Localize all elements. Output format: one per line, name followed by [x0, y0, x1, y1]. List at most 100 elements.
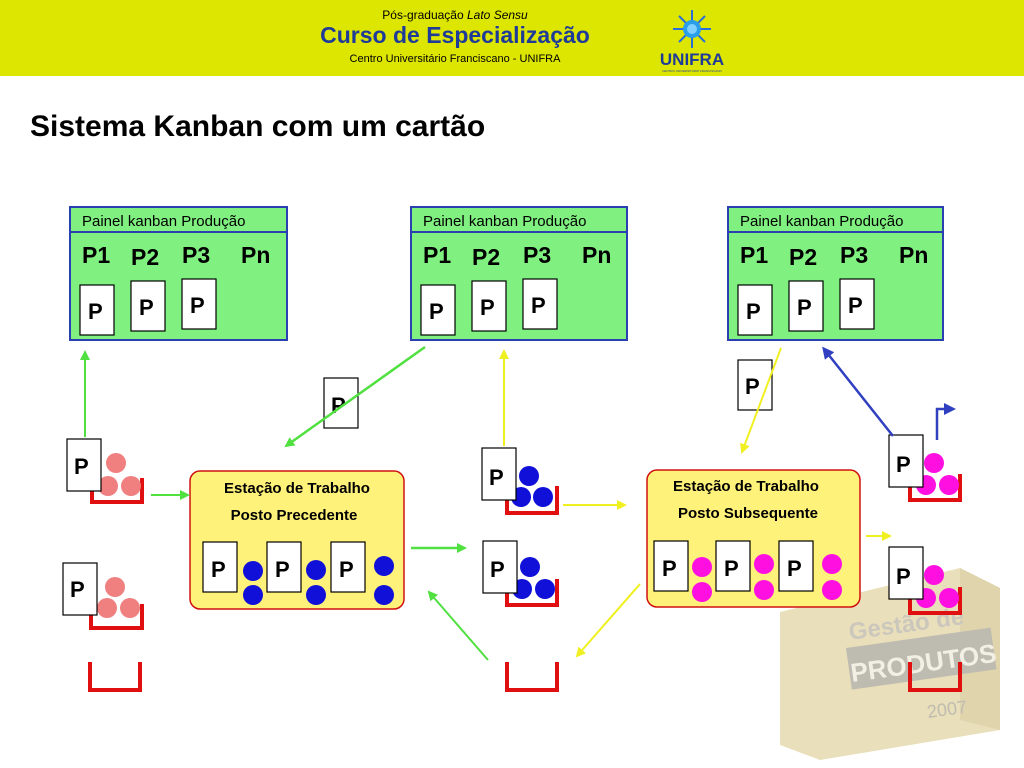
part-magenta	[822, 580, 842, 600]
kanban-card: P	[181, 278, 217, 330]
kanban-card: P	[778, 540, 814, 592]
kanban-card: P	[482, 540, 518, 594]
svg-text:P: P	[70, 577, 85, 602]
part-magenta	[692, 557, 712, 577]
kanban-card: P	[788, 280, 824, 332]
kanban-card: P	[481, 447, 517, 501]
svg-text:P: P	[190, 293, 205, 318]
header-bar: Pós-graduação Lato Sensu Curso de Especi…	[0, 0, 1024, 76]
code-p3: P3	[182, 242, 210, 268]
part-blue	[243, 561, 263, 581]
code-p2: P2	[472, 244, 500, 270]
code-p2: P2	[789, 244, 817, 270]
svg-text:P: P	[896, 564, 911, 589]
svg-text:P: P	[88, 299, 103, 324]
code-p2: P2	[131, 244, 159, 270]
kanban-card: P	[839, 278, 875, 330]
code-pn: Pn	[582, 242, 611, 268]
code-p3: P3	[840, 242, 868, 268]
code-p1: P1	[82, 242, 110, 268]
arrow-green-diag	[284, 345, 426, 448]
station-subsequent: Estação de Trabalho Posto Subsequente P …	[646, 469, 861, 608]
arrow-navy-diag	[822, 346, 894, 437]
kanban-card: P	[330, 541, 366, 593]
kanban-card-transit-left: P	[323, 377, 359, 429]
logo-text: UNIFRA	[659, 50, 725, 69]
station-name: Posto Precedente	[231, 507, 358, 524]
svg-text:P: P	[480, 295, 495, 320]
svg-text:P: P	[490, 557, 505, 582]
part-blue	[243, 585, 263, 605]
kanban-card: P	[653, 540, 689, 592]
station-title: Estação de Trabalho	[673, 478, 819, 495]
svg-text:P: P	[745, 374, 760, 399]
container-left-middle: P	[62, 562, 144, 630]
arrow-green-return	[427, 590, 489, 661]
svg-text:P: P	[339, 557, 354, 582]
kanban-card: P	[522, 278, 558, 330]
svg-text:P: P	[74, 454, 89, 479]
part-blue	[306, 585, 326, 605]
panel-title: Painel kanban Produção	[82, 213, 245, 230]
kanban-panel-left: Painel kanban Produção P1 P2 P3 Pn P P P	[69, 206, 288, 341]
part-blue	[374, 585, 394, 605]
svg-text:P: P	[275, 557, 290, 582]
kanban-card: P	[266, 541, 302, 593]
svg-text:P: P	[724, 556, 739, 581]
watermark-box: Gestão de PRODUTOS 2007	[780, 568, 1000, 760]
svg-text:P: P	[797, 295, 812, 320]
kanban-card: P	[737, 284, 773, 336]
kanban-panel-middle: Painel kanban Produção P1 P2 P3 Pn P P P	[410, 206, 628, 341]
kanban-card: P	[130, 280, 166, 332]
arrow-navy-bent	[935, 403, 956, 440]
container-right-top: P	[888, 434, 962, 502]
container-center-middle: P	[482, 540, 559, 607]
panel-title: Painel kanban Produção	[740, 213, 903, 230]
container-right-middle: P	[888, 546, 962, 615]
kanban-card: P	[471, 280, 507, 332]
container-left-top: P	[66, 438, 144, 504]
sun-icon	[673, 10, 711, 48]
code-p3: P3	[523, 242, 551, 268]
part-magenta	[822, 554, 842, 574]
station-title: Estação de Trabalho	[224, 480, 370, 497]
station-precedent: Estação de Trabalho Posto Precedente P P…	[189, 470, 405, 610]
svg-text:P: P	[429, 299, 444, 324]
container-center-top: P	[481, 447, 559, 515]
svg-text:P: P	[787, 556, 802, 581]
svg-text:P: P	[746, 299, 761, 324]
kanban-card: P	[420, 284, 456, 336]
svg-text:P: P	[896, 452, 911, 477]
part-blue	[374, 556, 394, 576]
code-p1: P1	[740, 242, 768, 268]
kanban-card: P	[79, 284, 115, 336]
part-magenta	[754, 554, 774, 574]
logo-subtext: CENTRO UNIVERSITÁRIO FRANCISCANO	[662, 69, 722, 73]
svg-text:P: P	[211, 557, 226, 582]
code-pn: Pn	[899, 242, 928, 268]
station-name: Posto Subsequente	[678, 505, 818, 522]
svg-text:P: P	[489, 465, 504, 490]
kanban-panel-right: Painel kanban Produção P1 P2 P3 Pn P P P	[727, 206, 944, 341]
kanban-card: P	[715, 540, 751, 592]
kanban-card: P	[202, 541, 238, 593]
code-p1: P1	[423, 242, 451, 268]
header-subtitle: Pós-graduação Lato Sensu	[382, 8, 528, 22]
kanban-card: P	[888, 434, 924, 488]
code-pn: Pn	[241, 242, 270, 268]
slide-title: Sistema Kanban com um cartão	[30, 110, 486, 143]
course-title: Curso de Especialização	[320, 22, 590, 48]
container-left-empty	[88, 662, 142, 692]
svg-text:P: P	[139, 295, 154, 320]
part-blue	[306, 560, 326, 580]
unifra-logo: UNIFRA CENTRO UNIVERSITÁRIO FRANCISCANO	[654, 8, 730, 74]
svg-text:P: P	[662, 556, 677, 581]
kanban-card: P	[62, 562, 98, 616]
svg-text:P: P	[531, 293, 546, 318]
svg-text:P: P	[848, 293, 863, 318]
kanban-card: P	[888, 546, 924, 600]
panel-title: Painel kanban Produção	[423, 213, 586, 230]
arrow-yellow-return	[575, 583, 641, 658]
kanban-card: P	[66, 438, 102, 492]
